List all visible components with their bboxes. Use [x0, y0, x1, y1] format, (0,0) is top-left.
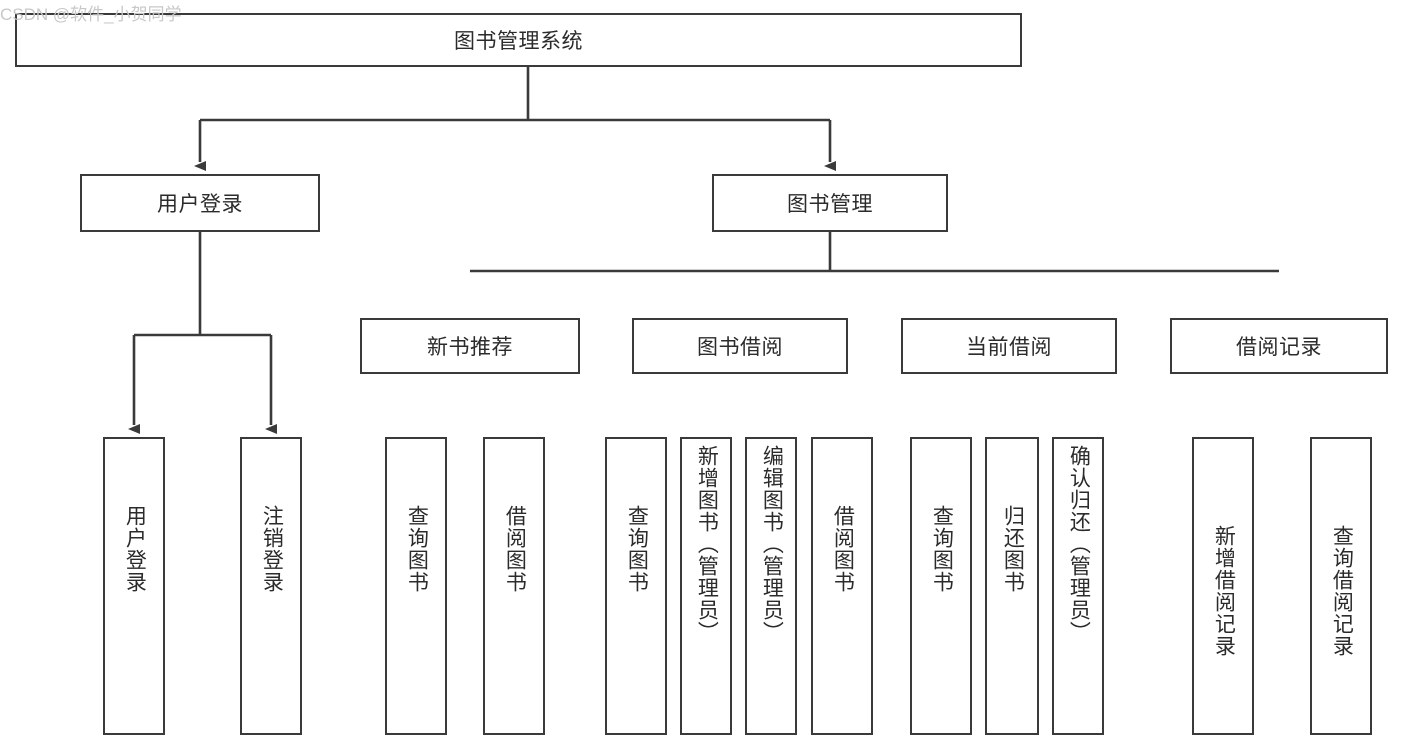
leaf-node-6[interactable]: 新增图书（管理员）: [680, 437, 732, 735]
leaf-node-8[interactable]: 借阅图书: [811, 437, 873, 735]
root-node-1[interactable]: 图书管理系统: [15, 13, 1022, 67]
node-label: 图书管理: [787, 193, 873, 216]
node-label: 查询图书: [405, 505, 429, 593]
node-label: 借阅记录: [1236, 336, 1322, 359]
node-label: 新书推荐: [427, 336, 513, 359]
node-label: 查询借阅记录: [1330, 525, 1354, 657]
leaf-node-3[interactable]: 查询图书: [385, 437, 447, 735]
leaf-node-5[interactable]: 查询图书: [605, 437, 667, 735]
leaf-node-12[interactable]: 新增借阅记录: [1192, 437, 1254, 735]
leaf-node-13[interactable]: 查询借阅记录: [1310, 437, 1372, 735]
node-label: 图书借阅: [697, 336, 783, 359]
leaf-node-11[interactable]: 确认归还（管理员）: [1052, 437, 1104, 735]
leaf-node-7[interactable]: 编辑图书（管理员）: [745, 437, 797, 735]
node-label: 查询图书: [625, 505, 649, 593]
node-label: 用户登录: [157, 193, 243, 216]
node-label: 新增图书（管理员）: [695, 445, 719, 643]
leaf-node-1[interactable]: 用户登录: [103, 437, 165, 735]
node-label: 新增借阅记录: [1212, 525, 1236, 657]
node-label: 借阅图书: [831, 505, 855, 593]
node-label: 当前借阅: [966, 336, 1052, 359]
level3-node-4[interactable]: 借阅记录: [1170, 318, 1388, 374]
level3-node-3[interactable]: 当前借阅: [901, 318, 1117, 374]
node-label: 注销登录: [260, 505, 284, 593]
leaf-node-2[interactable]: 注销登录: [240, 437, 302, 735]
level2-node-2[interactable]: 图书管理: [712, 174, 948, 232]
node-label: 借阅图书: [503, 505, 527, 593]
leaf-node-4[interactable]: 借阅图书: [483, 437, 545, 735]
node-label: 用户登录: [123, 505, 147, 593]
leaf-node-10[interactable]: 归还图书: [985, 437, 1039, 735]
node-label: 查询图书: [930, 505, 954, 593]
node-label: 确认归还（管理员）: [1067, 445, 1091, 643]
level3-node-2[interactable]: 图书借阅: [632, 318, 848, 374]
node-label: 编辑图书（管理员）: [760, 445, 784, 643]
csdn-watermark: CSDN @软件_小贺同学: [0, 5, 182, 24]
leaf-node-9[interactable]: 查询图书: [910, 437, 972, 735]
level3-node-1[interactable]: 新书推荐: [360, 318, 580, 374]
node-label: 图书管理系统: [454, 30, 583, 53]
node-label: 归还图书: [1001, 505, 1025, 593]
level2-node-1[interactable]: 用户登录: [80, 174, 320, 232]
